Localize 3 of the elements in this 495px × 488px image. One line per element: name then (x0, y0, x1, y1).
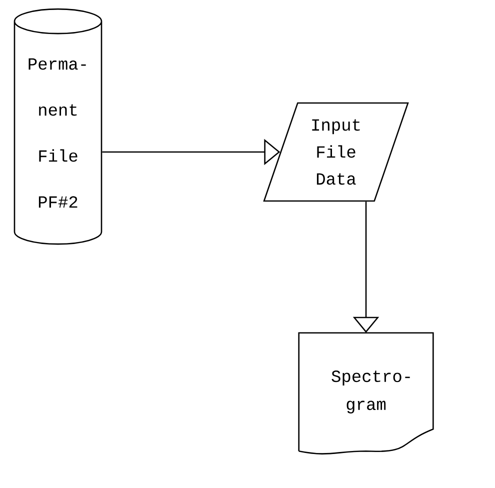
storage-cylinder: Perma- nent File PF#2 (14, 8, 102, 245)
input-parallelogram: Input File Data (263, 102, 409, 202)
document-shape: Spectro- gram (298, 332, 434, 454)
